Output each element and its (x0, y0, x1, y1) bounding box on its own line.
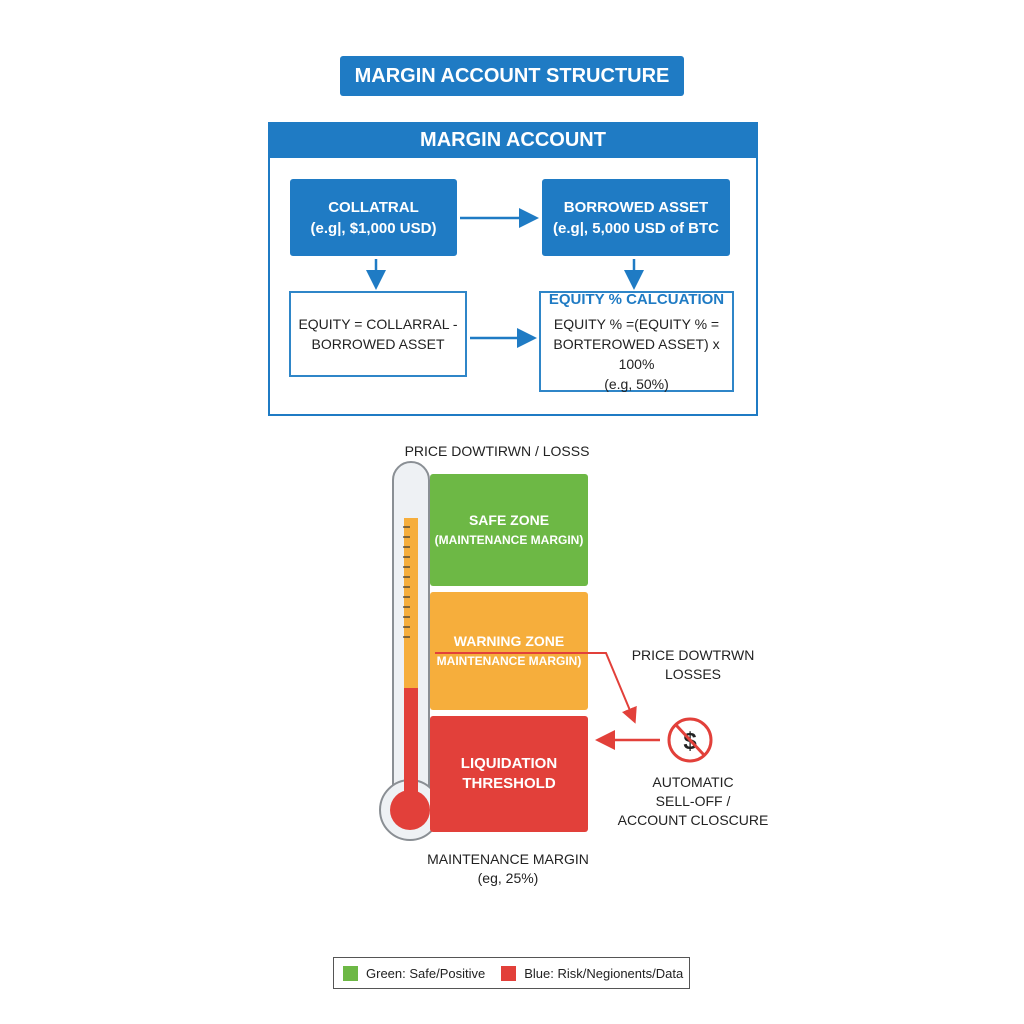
thermometer-fill-red (404, 688, 418, 813)
thermometer-ticks (403, 526, 410, 638)
safe-zone-subtitle: (MAINTENANCE MARGIN) (434, 533, 584, 547)
legend-label-red: Blue: Risk/Negionents/Data (524, 965, 684, 981)
liquidation-zone: LIQUIDATION THRESHOLD (430, 716, 588, 832)
legend-swatch-red (501, 965, 517, 981)
collateral-title: COLLATRAL (328, 198, 419, 216)
collateral-box: COLLATRAL (e.g|, $1,000 USD) (290, 179, 457, 256)
thermometer-bulb (390, 790, 430, 830)
equity-line2: BORROWED ASSET (311, 336, 445, 352)
liquidation-title: LIQUIDATION (460, 755, 558, 772)
equity-pct-line2: BORTEROWED ASSET) x 100% (553, 335, 720, 372)
action-line3: ACCOUNT CLOSCURE (617, 812, 769, 828)
side-label-line1: PRICE DOWTRWN (631, 647, 755, 663)
liquidation-subtitle: THRESHOLD (462, 775, 556, 792)
warning-zone-subtitle: MAINTENANCE MARGIN) (436, 654, 582, 668)
collateral-example: (e.g|, $1,000 USD) (310, 219, 437, 237)
equity-pct-line1: EQUITY % =(EQUITY % = (553, 315, 720, 332)
equity-pct-line3: (e.g, 50%) (604, 375, 669, 392)
thermometer (379, 461, 441, 841)
safe-zone: SAFE ZONE (MAINTENANCE MARGIN) (430, 474, 588, 586)
margin-account-header: MARGIN ACCOUNT (268, 122, 758, 158)
mm-line2: (eg, 25%) (477, 870, 539, 886)
diagram-title: MARGIN ACCOUNT STRUCTURE (340, 56, 684, 96)
legend-label-green: Green: Safe/Positive (366, 965, 486, 981)
warning-zone-title: WARNING ZONE (453, 633, 565, 649)
action-line2: SELL-OFF / (655, 793, 731, 809)
legend: Green: Safe/Positive Blue: Risk/Negionen… (333, 957, 690, 989)
borrowed-asset-box: BORROWED ASSET (e.g|, 5,000 USD of BTC (542, 179, 730, 256)
warning-zone: WARNING ZONE MAINTENANCE MARGIN) (430, 592, 588, 710)
auto-selloff-label: AUTOMATIC SELL-OFF / ACCOUNT CLOSCURE (603, 773, 783, 830)
legend-swatch-green (343, 965, 358, 981)
mm-line1: MAINTENANCE MARGIN (427, 851, 589, 867)
price-downturn-side-label: PRICE DOWTRWN LOSSES (613, 646, 773, 684)
equity-box: EQUITY = COLLARRAL - BORROWED ASSET (289, 291, 467, 377)
borrowed-example: (e.g|, 5,000 USD of BTC (553, 219, 719, 237)
safe-zone-title: SAFE ZONE (468, 512, 550, 528)
equity-pct-title: EQUITY % CALCUATION (548, 290, 725, 308)
borrowed-title: BORROWED ASSET (563, 198, 709, 216)
side-label-line2: LOSSES (664, 666, 722, 682)
thermometer-fill-orange (404, 518, 418, 690)
price-downturn-top-label: PRICE DOWTIRWN / LOSSS (404, 443, 590, 459)
equity-pct-box: EQUITY % CALCUATION EQUITY % =(EQUITY % … (539, 291, 734, 392)
action-line1: AUTOMATIC (652, 774, 734, 790)
maintenance-margin-label: MAINTENANCE MARGIN (eg, 25%) (408, 850, 608, 888)
equity-line1: EQUITY = COLLARRAL - (298, 316, 458, 332)
